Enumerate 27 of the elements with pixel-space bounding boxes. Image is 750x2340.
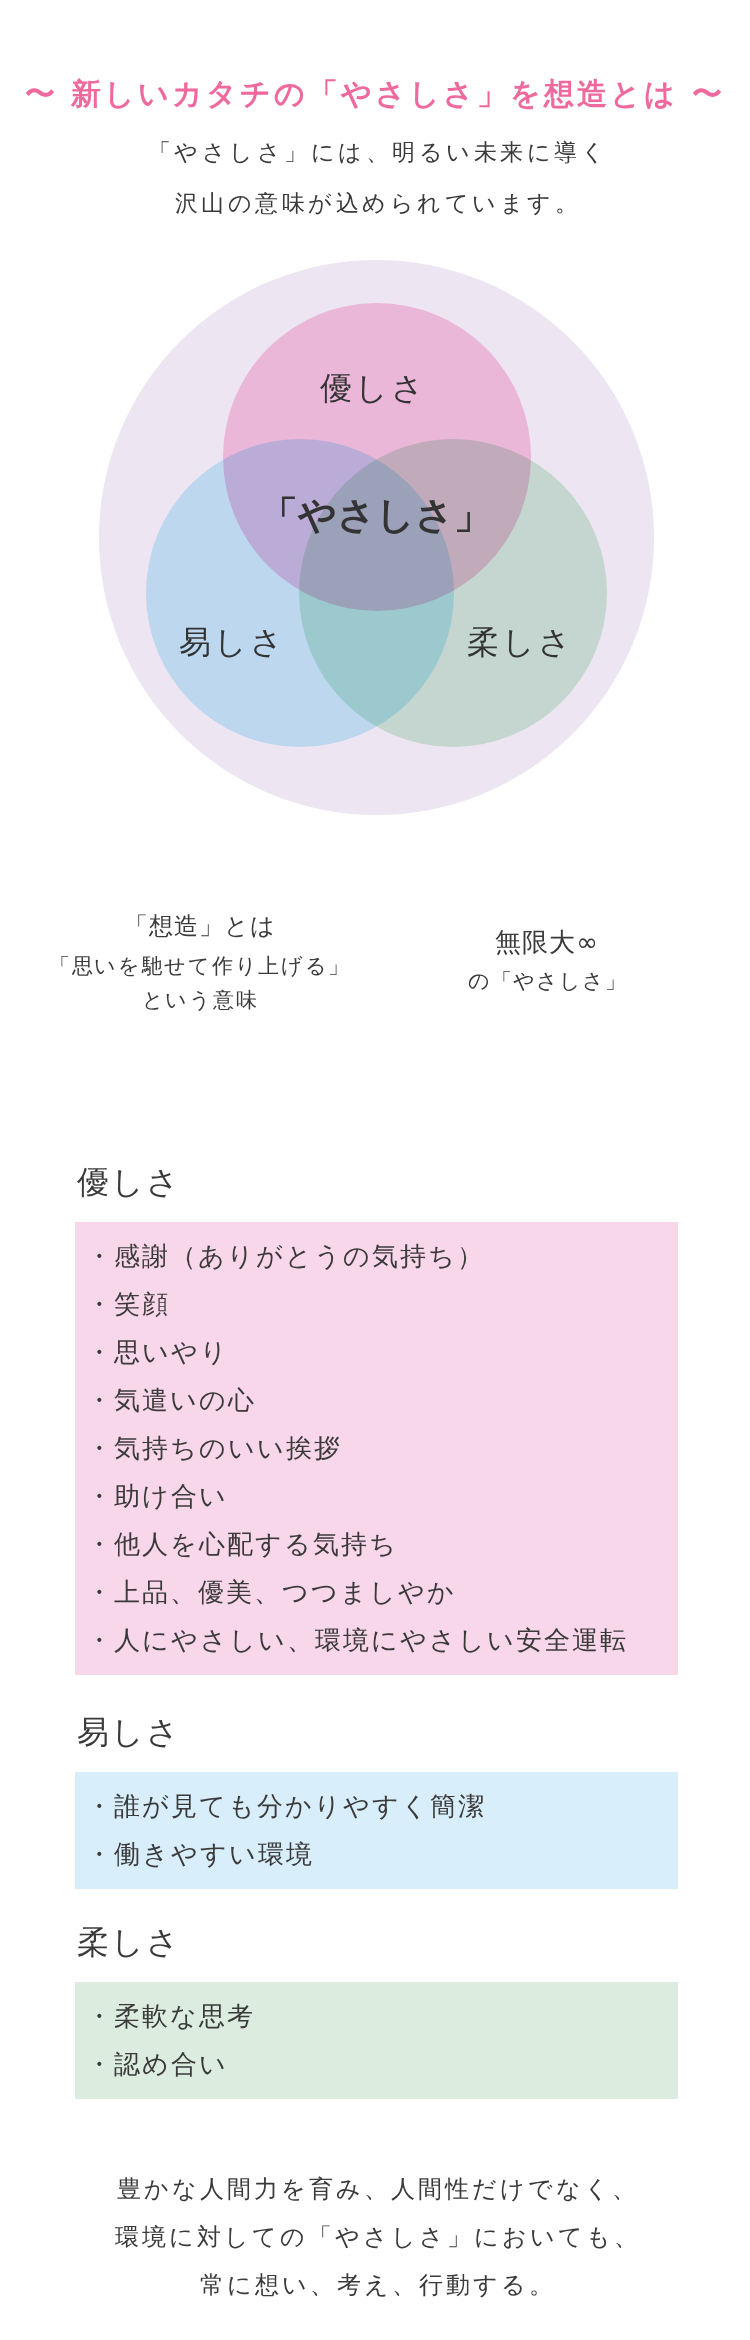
- list-item: ・気持ちのいい挨拶: [86, 1432, 342, 1465]
- list-item: ・気遣いの心: [86, 1384, 256, 1417]
- note-text: の「やさしさ」: [467, 967, 627, 995]
- list-item: ・上品、優美、つつましやか: [86, 1576, 456, 1609]
- note-heading: 「想造」とは: [124, 910, 276, 942]
- list-item: ・助け合い: [86, 1480, 228, 1513]
- list-item: ・笑顔: [86, 1288, 170, 1321]
- closing-text: 豊かな人間力を育み、人間性だけでなく、環境に対しての「やさしさ」においても、常に想い、考え、行動する。: [114, 2174, 642, 2301]
- circle-label: 易しさ: [178, 622, 286, 663]
- list-item: ・柔軟な思考: [86, 2000, 255, 2033]
- list-item: ・人にやさしい、環境にやさしい安全運転: [86, 1624, 628, 1657]
- note-heading: 無限大∞: [495, 926, 599, 959]
- list-item: ・誰が見ても分かりやすく簡潔: [86, 1790, 486, 1823]
- circle-label: 柔しさ: [466, 622, 574, 663]
- list-item: ・感謝（ありがとうの気持ち）: [86, 1240, 485, 1273]
- section-heading: 易しさ: [77, 1712, 181, 1752]
- intro-text: 「やさしさ」には、明るい未来に導く沢山の意味が込められています。: [146, 138, 610, 218]
- circle-label: 優しさ: [319, 368, 427, 409]
- section-heading: 柔しさ: [77, 1922, 181, 1962]
- note-text: 「思いを馳せて作り上げる」という意味: [47, 953, 353, 1014]
- list-item: ・認め合い: [86, 2048, 228, 2081]
- center-label: 「やさしさ」: [260, 491, 492, 539]
- list-item: ・働きやすい環境: [86, 1838, 314, 1871]
- page-title: 〜 新しいカタチの「やさしさ」を想造とは 〜: [25, 74, 725, 113]
- list-item: ・他人を心配する気持ち: [86, 1528, 398, 1561]
- section-heading: 優しさ: [77, 1162, 181, 1202]
- list-item: ・思いやり: [86, 1336, 229, 1369]
